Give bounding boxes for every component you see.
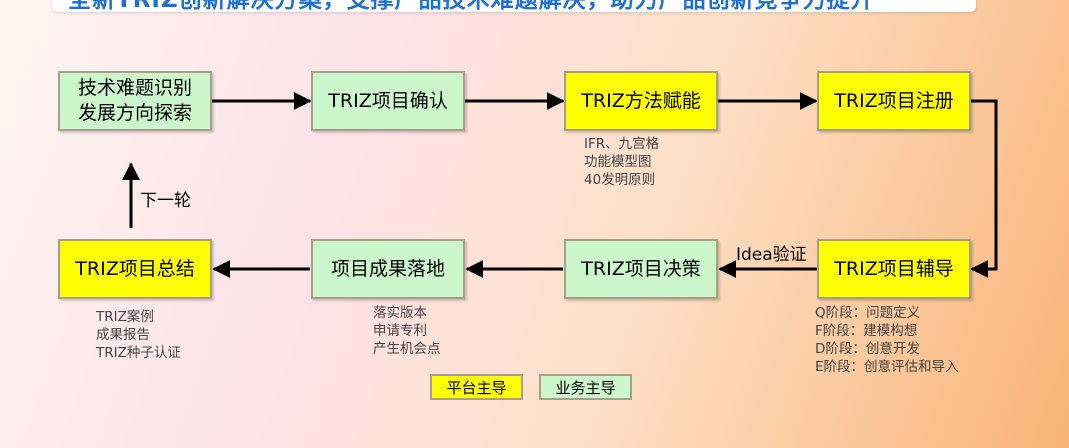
box-project-decision: TRIZ项目决策 [564,239,718,299]
note-line: E阶段：创意评估和导入 [815,359,959,375]
note-line: 申请专利 [373,323,427,339]
box-tech-problem-line2: 发展方向探索 [77,102,192,124]
note-line: IFR、九宫格 [584,136,660,152]
box-project-summary: TRIZ项目总结 [58,239,212,299]
note-line: D阶段：创意开发 [815,341,920,357]
box-result-landing: 项目成果落地 [311,239,465,299]
note-line: 40发明原则 [584,172,656,188]
box-project-register: TRIZ项目注册 [817,71,971,131]
legend-platform: 平台主导 [430,374,523,400]
box-project-confirm: TRIZ项目确认 [311,71,465,131]
page-title: 全新TRIZ创新解决方案，支撑产品技术难题解决，助力产品创新竞争力提升 [68,0,875,12]
note-line: 落实版本 [373,305,427,321]
note-line: TRIZ案例 [96,309,154,325]
label-idea-verify: Idea验证 [736,245,807,265]
note-line: Q阶段：问题定义 [815,305,921,321]
arrow-register-to-coach [970,99,998,278]
note-landing: 落实版本 申请专利 产生机会点 [373,304,441,358]
box-project-coach: TRIZ项目辅导 [817,239,971,299]
box-tech-problem-line1: 技术难题识别 [77,77,192,100]
box-tech-problem: 技术难题识别 发展方向探索 [58,71,212,131]
note-line: 功能模型图 [584,154,652,170]
note-line: 产生机会点 [373,341,441,357]
note-line: 成果报告 [96,327,150,343]
label-next-round: 下一轮 [140,191,191,211]
note-summary: TRIZ案例 成果报告 TRIZ种子认证 [96,308,181,362]
note-line: TRIZ种子认证 [96,345,181,361]
note-line: F阶段：建模构想 [815,323,918,339]
legend-business: 业务主导 [539,374,632,400]
note-coach: Q阶段：问题定义 F阶段：建模构想 D阶段：创意开发 E阶段：创意评估和导入 [815,304,959,376]
box-method-empower: TRIZ方法赋能 [564,71,718,131]
title-bar: 全新TRIZ创新解决方案，支撑产品技术难题解决，助力产品创新竞争力提升 [52,0,976,12]
note-method: IFR、九宫格 功能模型图 40发明原则 [584,135,659,189]
